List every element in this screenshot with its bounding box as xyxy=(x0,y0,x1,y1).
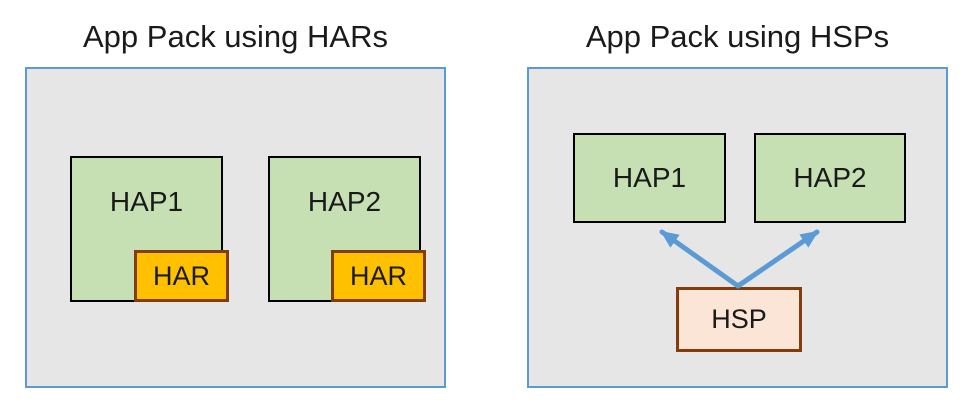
left-har1-box: HAR xyxy=(134,250,229,302)
right-hap1-box: HAP1 xyxy=(573,133,726,223)
right-hap2-box: HAP2 xyxy=(754,133,906,223)
left-panel-container: HAP1 HAP2 HAR HAR xyxy=(25,67,446,388)
left-har2-box: HAR xyxy=(331,250,426,302)
right-panel-container: HAP1 HAP2 HSP xyxy=(527,67,948,388)
left-panel-title: App Pack using HARs xyxy=(83,19,388,54)
hsp-box: HSP xyxy=(676,287,802,352)
hsp-to-hap1-arrow xyxy=(659,229,741,289)
right-panel-title: App Pack using HSPs xyxy=(585,19,890,54)
hsp-to-hap2-arrow xyxy=(735,229,820,289)
